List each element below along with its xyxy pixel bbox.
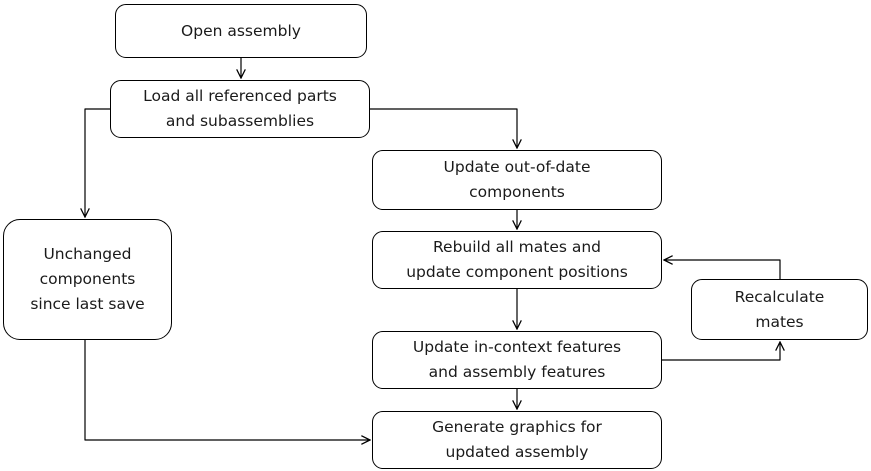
node-update-features: Update in-context features and assembly … <box>372 331 662 389</box>
node-generate-graphics: Generate graphics for updated assembly <box>372 411 662 469</box>
node-load-parts: Load all referenced parts and subassembl… <box>110 80 370 138</box>
edge-load-parts-to-unchanged-components <box>85 108 110 217</box>
edge-load-parts-to-update-components <box>370 108 517 148</box>
node-unchanged-components-label: Unchanged components since last save <box>30 245 145 313</box>
node-open-assembly: Open assembly <box>115 4 367 58</box>
node-update-components: Update out-of-date components <box>372 150 662 210</box>
edge-update-features-to-recalculate-mates <box>662 342 780 361</box>
node-update-components-label: Update out-of-date components <box>443 158 591 201</box>
node-recalculate-mates: Recalculate mates <box>691 279 868 340</box>
node-update-features-label: Update in-context features and assembly … <box>412 338 622 381</box>
node-rebuild-mates: Rebuild all mates and update component p… <box>372 231 662 289</box>
node-load-parts-label: Load all referenced parts and subassembl… <box>143 87 337 130</box>
node-unchanged-components: Unchanged components since last save <box>3 219 172 340</box>
edge-unchanged-components-to-generate-graphics <box>84 340 370 440</box>
node-generate-graphics-label: Generate graphics for updated assembly <box>432 418 602 461</box>
node-open-assembly-label: Open assembly <box>181 21 301 40</box>
edge-recalculate-mates-to-rebuild-mates <box>664 260 781 279</box>
node-rebuild-mates-label: Rebuild all mates and update component p… <box>406 238 628 281</box>
node-recalculate-mates-label: Recalculate mates <box>734 287 825 331</box>
